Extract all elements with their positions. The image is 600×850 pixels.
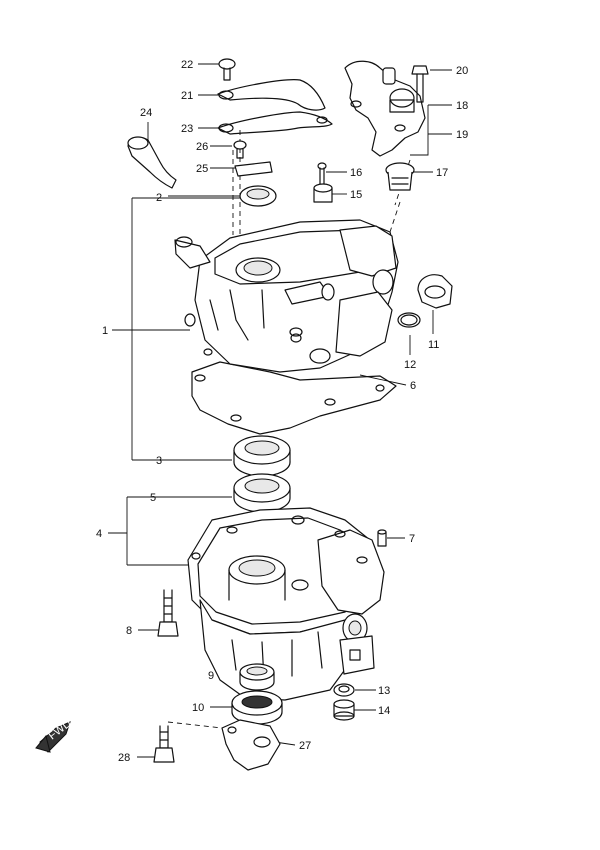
callout-23: 23: [181, 123, 193, 135]
part-18-19-cover: [344, 60, 426, 157]
callout-7: 7: [409, 533, 415, 545]
part-9-seal: [239, 663, 275, 691]
part-1-upper-housing: [174, 219, 399, 435]
part-27-plate: [221, 719, 281, 771]
callout-21: 21: [181, 90, 193, 102]
callout-8: 8: [126, 625, 132, 637]
part-14-plug: [333, 699, 355, 721]
part-3-seal: [233, 435, 291, 477]
callout-12: 12: [404, 359, 416, 371]
part-7-pin: [377, 529, 387, 547]
callout-16: 16: [350, 167, 362, 179]
part-10-seal: [231, 690, 283, 725]
part-22-screw: [218, 58, 236, 81]
part-8-bolt: [157, 589, 179, 637]
fwd-arrow-icon: FWD: [35, 717, 74, 753]
callout-14: 14: [378, 705, 390, 717]
callout-6: 6: [410, 380, 416, 392]
part-15-sleeve: [313, 183, 333, 203]
callout-9: 9: [208, 670, 214, 682]
part-28-bolt: [153, 725, 175, 763]
callout-15: 15: [350, 189, 362, 201]
callout-labels: 1 2 3 4 5 6 7 8 9 10 11 12 13 14 15 16 1…: [96, 59, 468, 764]
part-24-hose: [127, 136, 177, 189]
callout-17: 17: [436, 167, 448, 179]
callout-28: 28: [118, 752, 130, 764]
callout-5: 5: [150, 492, 156, 504]
callout-10: 10: [192, 702, 204, 714]
part-12-oring: [397, 312, 421, 328]
callout-2: 2: [156, 192, 162, 204]
callout-27: 27: [299, 740, 311, 752]
callout-13: 13: [378, 685, 390, 697]
callout-4: 4: [96, 528, 102, 540]
part-17-thermostat: [385, 162, 415, 191]
callout-18: 18: [456, 100, 468, 112]
part-2-seal: [239, 185, 277, 207]
part-13-washer: [333, 683, 355, 697]
part-26-screw: [233, 140, 247, 159]
callout-25: 25: [196, 163, 208, 175]
callout-24: 24: [140, 107, 152, 119]
part-5-seal: [233, 473, 291, 513]
callout-26: 26: [196, 141, 208, 153]
part-25-clip: [234, 161, 273, 177]
part-21-gasket: [217, 79, 326, 111]
callout-19: 19: [456, 129, 468, 141]
part-23-plate: [217, 111, 333, 135]
part-16-pin: [317, 162, 327, 187]
callout-3: 3: [156, 455, 162, 467]
part-20-bolt: [411, 65, 429, 103]
callout-1: 1: [102, 325, 108, 337]
part-4-lower-housing: [187, 507, 385, 701]
callout-20: 20: [456, 65, 468, 77]
part-11-plug: [417, 274, 453, 309]
callout-22: 22: [181, 59, 193, 71]
callout-11: 11: [428, 339, 439, 351]
